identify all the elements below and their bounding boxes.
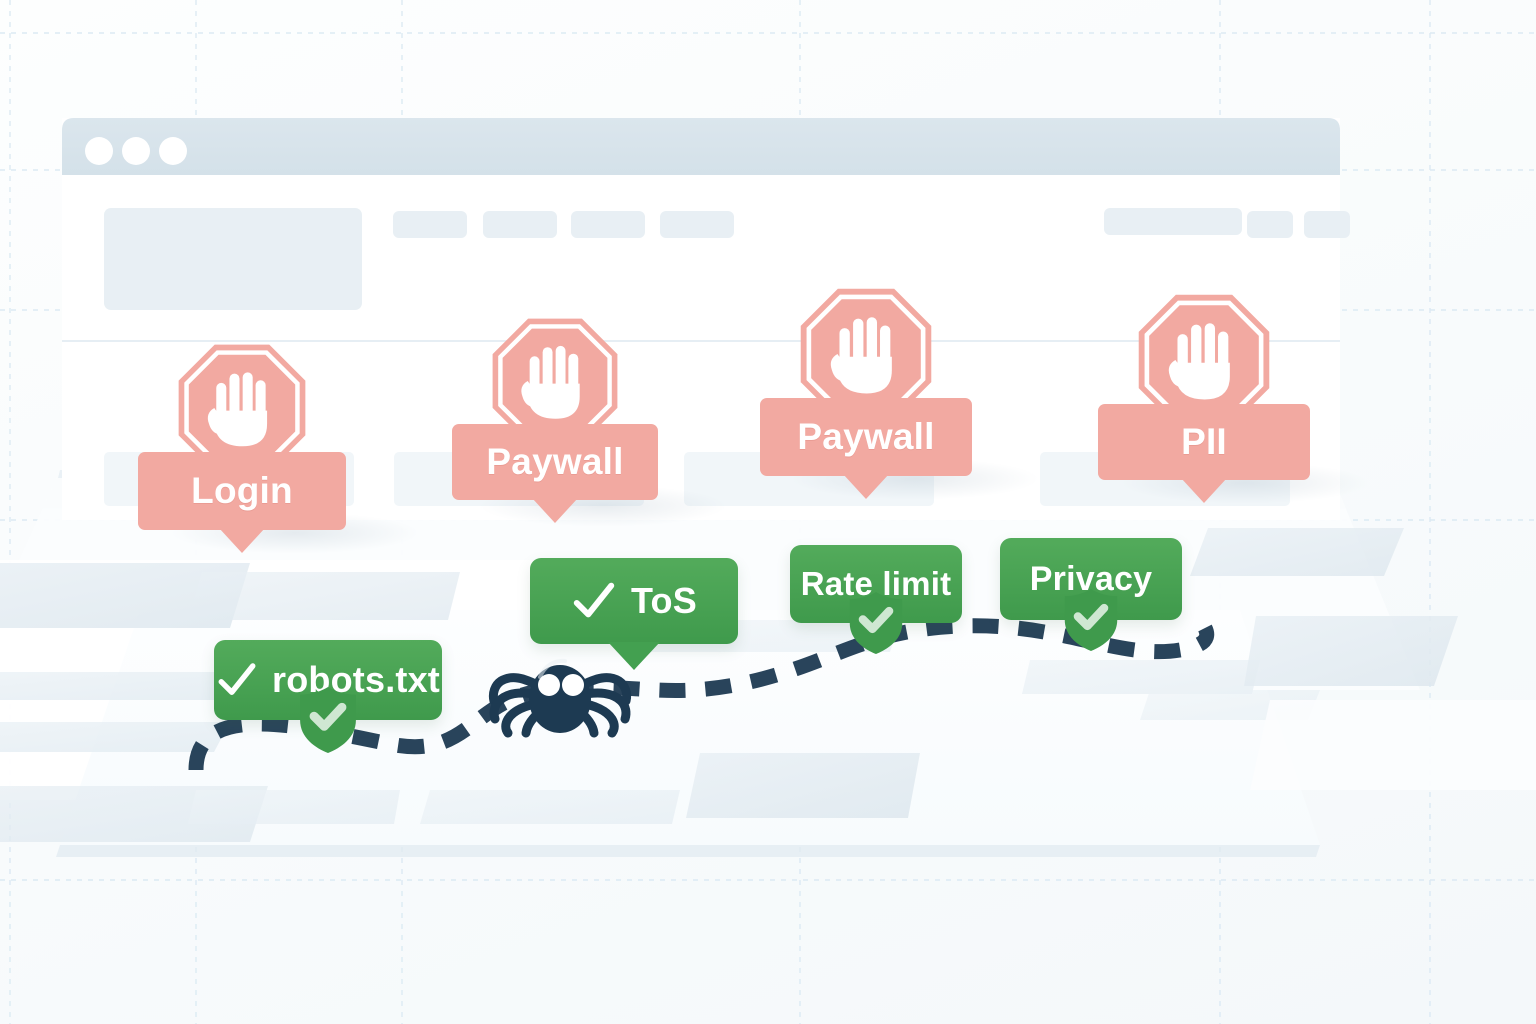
- stop-hand-icon: [176, 342, 308, 479]
- spider-crawler-icon: [483, 643, 633, 739]
- badge-tail: [532, 498, 578, 523]
- badge-tail: [219, 528, 265, 553]
- page-card: [188, 572, 460, 620]
- allowed-badge-tos[interactable]: ToS: [530, 558, 738, 670]
- minimize-dot: [122, 137, 150, 165]
- nav-placeholder: [1247, 211, 1293, 238]
- shield-check-icon: [1062, 589, 1120, 656]
- allowed-badge-rate-limit[interactable]: Rate limit: [790, 545, 962, 654]
- spider-body: [529, 665, 591, 733]
- page-card: [188, 790, 400, 824]
- shield-check-icon: [297, 687, 359, 758]
- page-card: [1250, 700, 1536, 790]
- check-icon: [573, 582, 615, 618]
- page-card: [1022, 660, 1260, 694]
- browser-titlebar: [62, 118, 1340, 175]
- badge-label: ToS: [631, 580, 697, 621]
- page-card: [420, 790, 680, 824]
- badge-tail: [843, 474, 889, 499]
- page-card: [686, 753, 920, 818]
- shield-check-icon: [847, 592, 905, 659]
- badge-tail: [1181, 478, 1227, 503]
- browser-body: [62, 118, 1340, 520]
- nav-placeholder: [1304, 211, 1350, 238]
- spider-eye-left: [538, 674, 560, 696]
- spider-eye-right: [562, 674, 584, 696]
- check-icon: [218, 663, 256, 695]
- content-block-large: [104, 208, 362, 310]
- floor-page-cards: [0, 528, 1536, 842]
- blocked-badge-paywall-1[interactable]: Paywall: [452, 318, 658, 523]
- blocked-badge-pii[interactable]: PII: [1098, 294, 1310, 503]
- badge-label: PII: [1181, 421, 1227, 462]
- badge-tail: [608, 642, 660, 670]
- allowed-badge-privacy[interactable]: Privacy: [1000, 538, 1182, 651]
- content-block-small: [1104, 208, 1242, 235]
- nav-placeholder: [660, 211, 734, 238]
- nav-placeholder: [393, 211, 467, 238]
- stop-hand-icon: [490, 316, 620, 451]
- blocked-badge-paywall-2[interactable]: Paywall: [760, 288, 972, 499]
- page-card: [0, 722, 230, 752]
- page-card: [1190, 528, 1404, 576]
- nav-placeholder: [571, 211, 645, 238]
- page-card: [1244, 616, 1458, 686]
- maximize-dot: [159, 137, 187, 165]
- badge-label: Paywall: [486, 441, 624, 482]
- nav-placeholder: [483, 211, 557, 238]
- badge-label: Paywall: [797, 416, 935, 457]
- badge-label: robots.txt: [272, 659, 440, 700]
- page-card: [0, 672, 236, 700]
- page-card: [0, 563, 250, 628]
- badge-label: Login: [191, 470, 293, 511]
- close-dot: [85, 137, 113, 165]
- allowed-badge-robots-txt[interactable]: robots.txt: [214, 640, 442, 753]
- blocked-badge-login[interactable]: Login: [138, 344, 346, 553]
